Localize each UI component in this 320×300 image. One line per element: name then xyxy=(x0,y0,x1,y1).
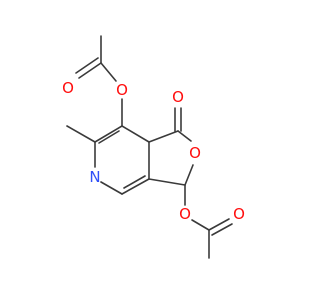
bond-top-c-oester xyxy=(100,62,117,82)
bond-top-c-o-double-a xyxy=(78,62,102,79)
atom-o-lactone-carbonyl: O xyxy=(172,88,184,106)
structure-diagram: O O O O N O O xyxy=(62,35,245,259)
bond-ring-c4-c5-inner xyxy=(123,175,146,189)
bond-top-c-o-double-b xyxy=(75,57,99,74)
bond-bottom-c-o-double-a xyxy=(208,218,230,231)
bond-ring-methyl xyxy=(66,125,96,143)
bond-lactone-c8-c5 xyxy=(148,178,186,186)
bond-bottom-oester-c xyxy=(191,219,210,231)
atom-o-top-carbonyl: O xyxy=(62,79,74,97)
atom-o-bottom-ester: O xyxy=(179,205,191,223)
bond-ring-c1-c2-inner xyxy=(98,130,120,144)
bond-ring-c4-c5 xyxy=(121,178,150,195)
bond-bottom-c-o-double-b xyxy=(211,223,233,236)
molecule-canvas: O O O O N O O xyxy=(62,35,245,259)
bond-ring-c1-c2 xyxy=(94,125,123,143)
atom-o-bottom-carbonyl: O xyxy=(233,205,245,223)
bond-group xyxy=(66,35,233,259)
atom-n-pyridine: N xyxy=(89,168,100,186)
bond-ring-c6-c1 xyxy=(121,125,150,143)
atom-label-group: O O O O N O O xyxy=(62,79,245,223)
bond-lactone-c6-c7 xyxy=(148,130,179,143)
bond-lactone-c7-oring xyxy=(177,130,192,142)
atom-o-ring: O xyxy=(189,144,201,162)
bond-lactone-oring-c8 xyxy=(184,164,194,186)
bond-ring-n-c4 xyxy=(100,181,123,195)
atom-o-top-ester: O xyxy=(116,81,128,99)
